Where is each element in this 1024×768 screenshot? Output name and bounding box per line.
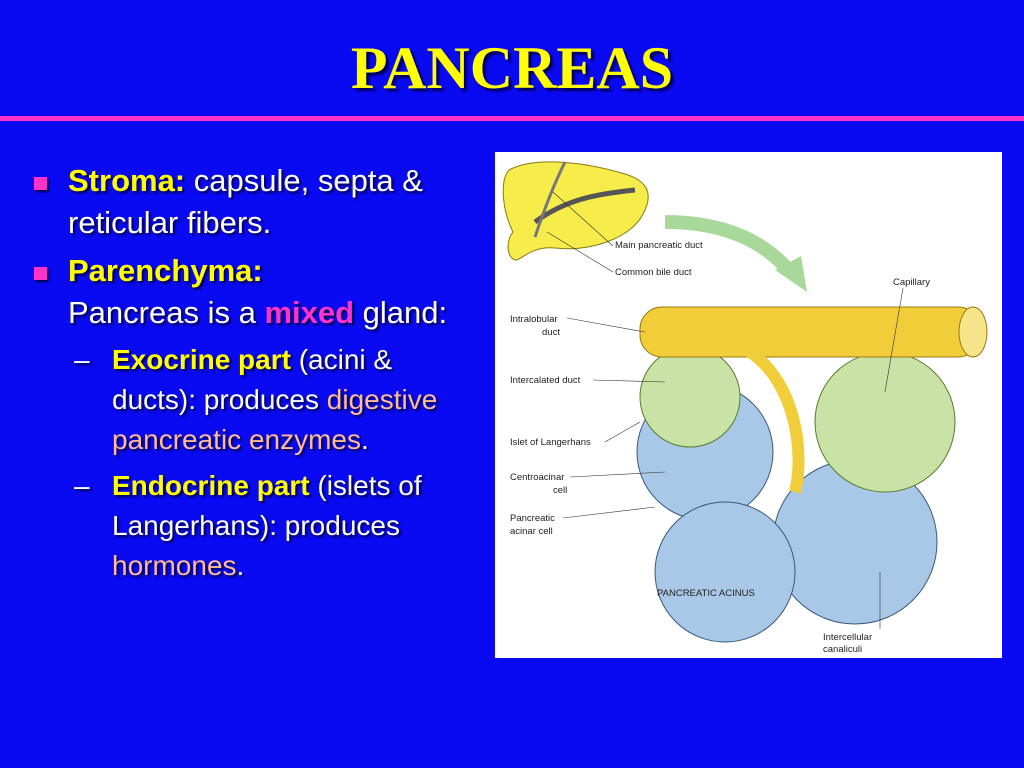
- exocrine-term: Exocrine part: [112, 344, 291, 375]
- parenchyma-text-before: Pancreas is a: [68, 295, 265, 330]
- label-lines: [546, 191, 904, 629]
- pancreas-diagram: Main pancreatic duct Common bile duct Ca…: [495, 152, 1002, 658]
- endocrine-end: .: [236, 550, 245, 581]
- zoom-arrow-head-icon: [775, 256, 807, 292]
- bile-duct-shape: [533, 161, 567, 238]
- dash-marker: –: [74, 344, 90, 375]
- parenchyma-term: Parenchyma:: [68, 253, 263, 288]
- slide-content: Stroma: capsule, septa & reticular fiber…: [30, 160, 480, 592]
- stroma-term: Stroma:: [68, 163, 186, 198]
- parenchyma-highlight: mixed: [264, 295, 355, 330]
- islet-left: [639, 346, 741, 448]
- intercalated-duct-shape: [746, 347, 805, 494]
- sub-bullet-exocrine: – Exocrine part (acini & ducts): produce…: [30, 340, 480, 460]
- zoom-arrow-shaft: [664, 215, 796, 277]
- label-bile-duct: Common bile duct: [615, 267, 692, 278]
- label-islet: Islet of Langerhans: [510, 437, 591, 448]
- endocrine-term: Endocrine part: [112, 470, 310, 501]
- dash-marker: –: [74, 470, 90, 501]
- bullet-stroma: Stroma: capsule, septa & reticular fiber…: [30, 160, 480, 244]
- exocrine-text: (acini & ducts): produces: [112, 344, 393, 415]
- label-centroacinar-2: cell: [553, 485, 567, 496]
- islet-right: [814, 351, 956, 493]
- exocrine-highlight: digestive pancreatic enzymes: [112, 384, 438, 455]
- label-centroacinar-1: Centroacinar: [510, 472, 564, 483]
- bullet-marker-icon: [34, 177, 47, 190]
- pancreas-gland-shape: [502, 161, 649, 261]
- intralobular-duct-shape: [639, 306, 981, 358]
- sub-bullet-endocrine: – Endocrine part (islets of Langerhans):…: [30, 466, 480, 586]
- label-acinar-2: acinar cell: [510, 526, 553, 537]
- parenchyma-text-after: gland:: [354, 295, 448, 330]
- main-duct-shape: [533, 187, 636, 225]
- endocrine-highlight: hormones: [112, 550, 237, 581]
- duct-opening-shape: [958, 306, 988, 358]
- label-main-duct: Main pancreatic duct: [615, 240, 703, 251]
- stroma-text: capsule, septa & reticular fibers.: [68, 163, 423, 240]
- slide-title: PANCREAS: [350, 35, 674, 101]
- label-intercalated: Intercalated duct: [510, 375, 581, 386]
- exocrine-end: .: [361, 424, 369, 455]
- acinus-lower-left: [654, 501, 796, 643]
- endocrine-text: (islets of Langerhans): produces: [112, 470, 422, 541]
- label-canaliculi-1: Intercellular: [823, 632, 872, 643]
- bullet-marker-icon: [34, 267, 47, 280]
- label-intralobular-1: Intralobular: [510, 314, 558, 325]
- label-acinar-1: Pancreatic: [510, 513, 555, 524]
- label-acinus: PANCREATIC ACINUS: [657, 588, 755, 599]
- title-divider: [0, 116, 1024, 121]
- label-intralobular-2: duct: [542, 327, 560, 338]
- label-canaliculi-2: canaliculi: [823, 644, 862, 655]
- label-capillary: Capillary: [893, 277, 930, 288]
- pancreas-illustration: Main pancreatic duct Common bile duct Ca…: [502, 161, 988, 655]
- bullet-parenchyma: Parenchyma: Pancreas is a mixed gland:: [30, 250, 480, 334]
